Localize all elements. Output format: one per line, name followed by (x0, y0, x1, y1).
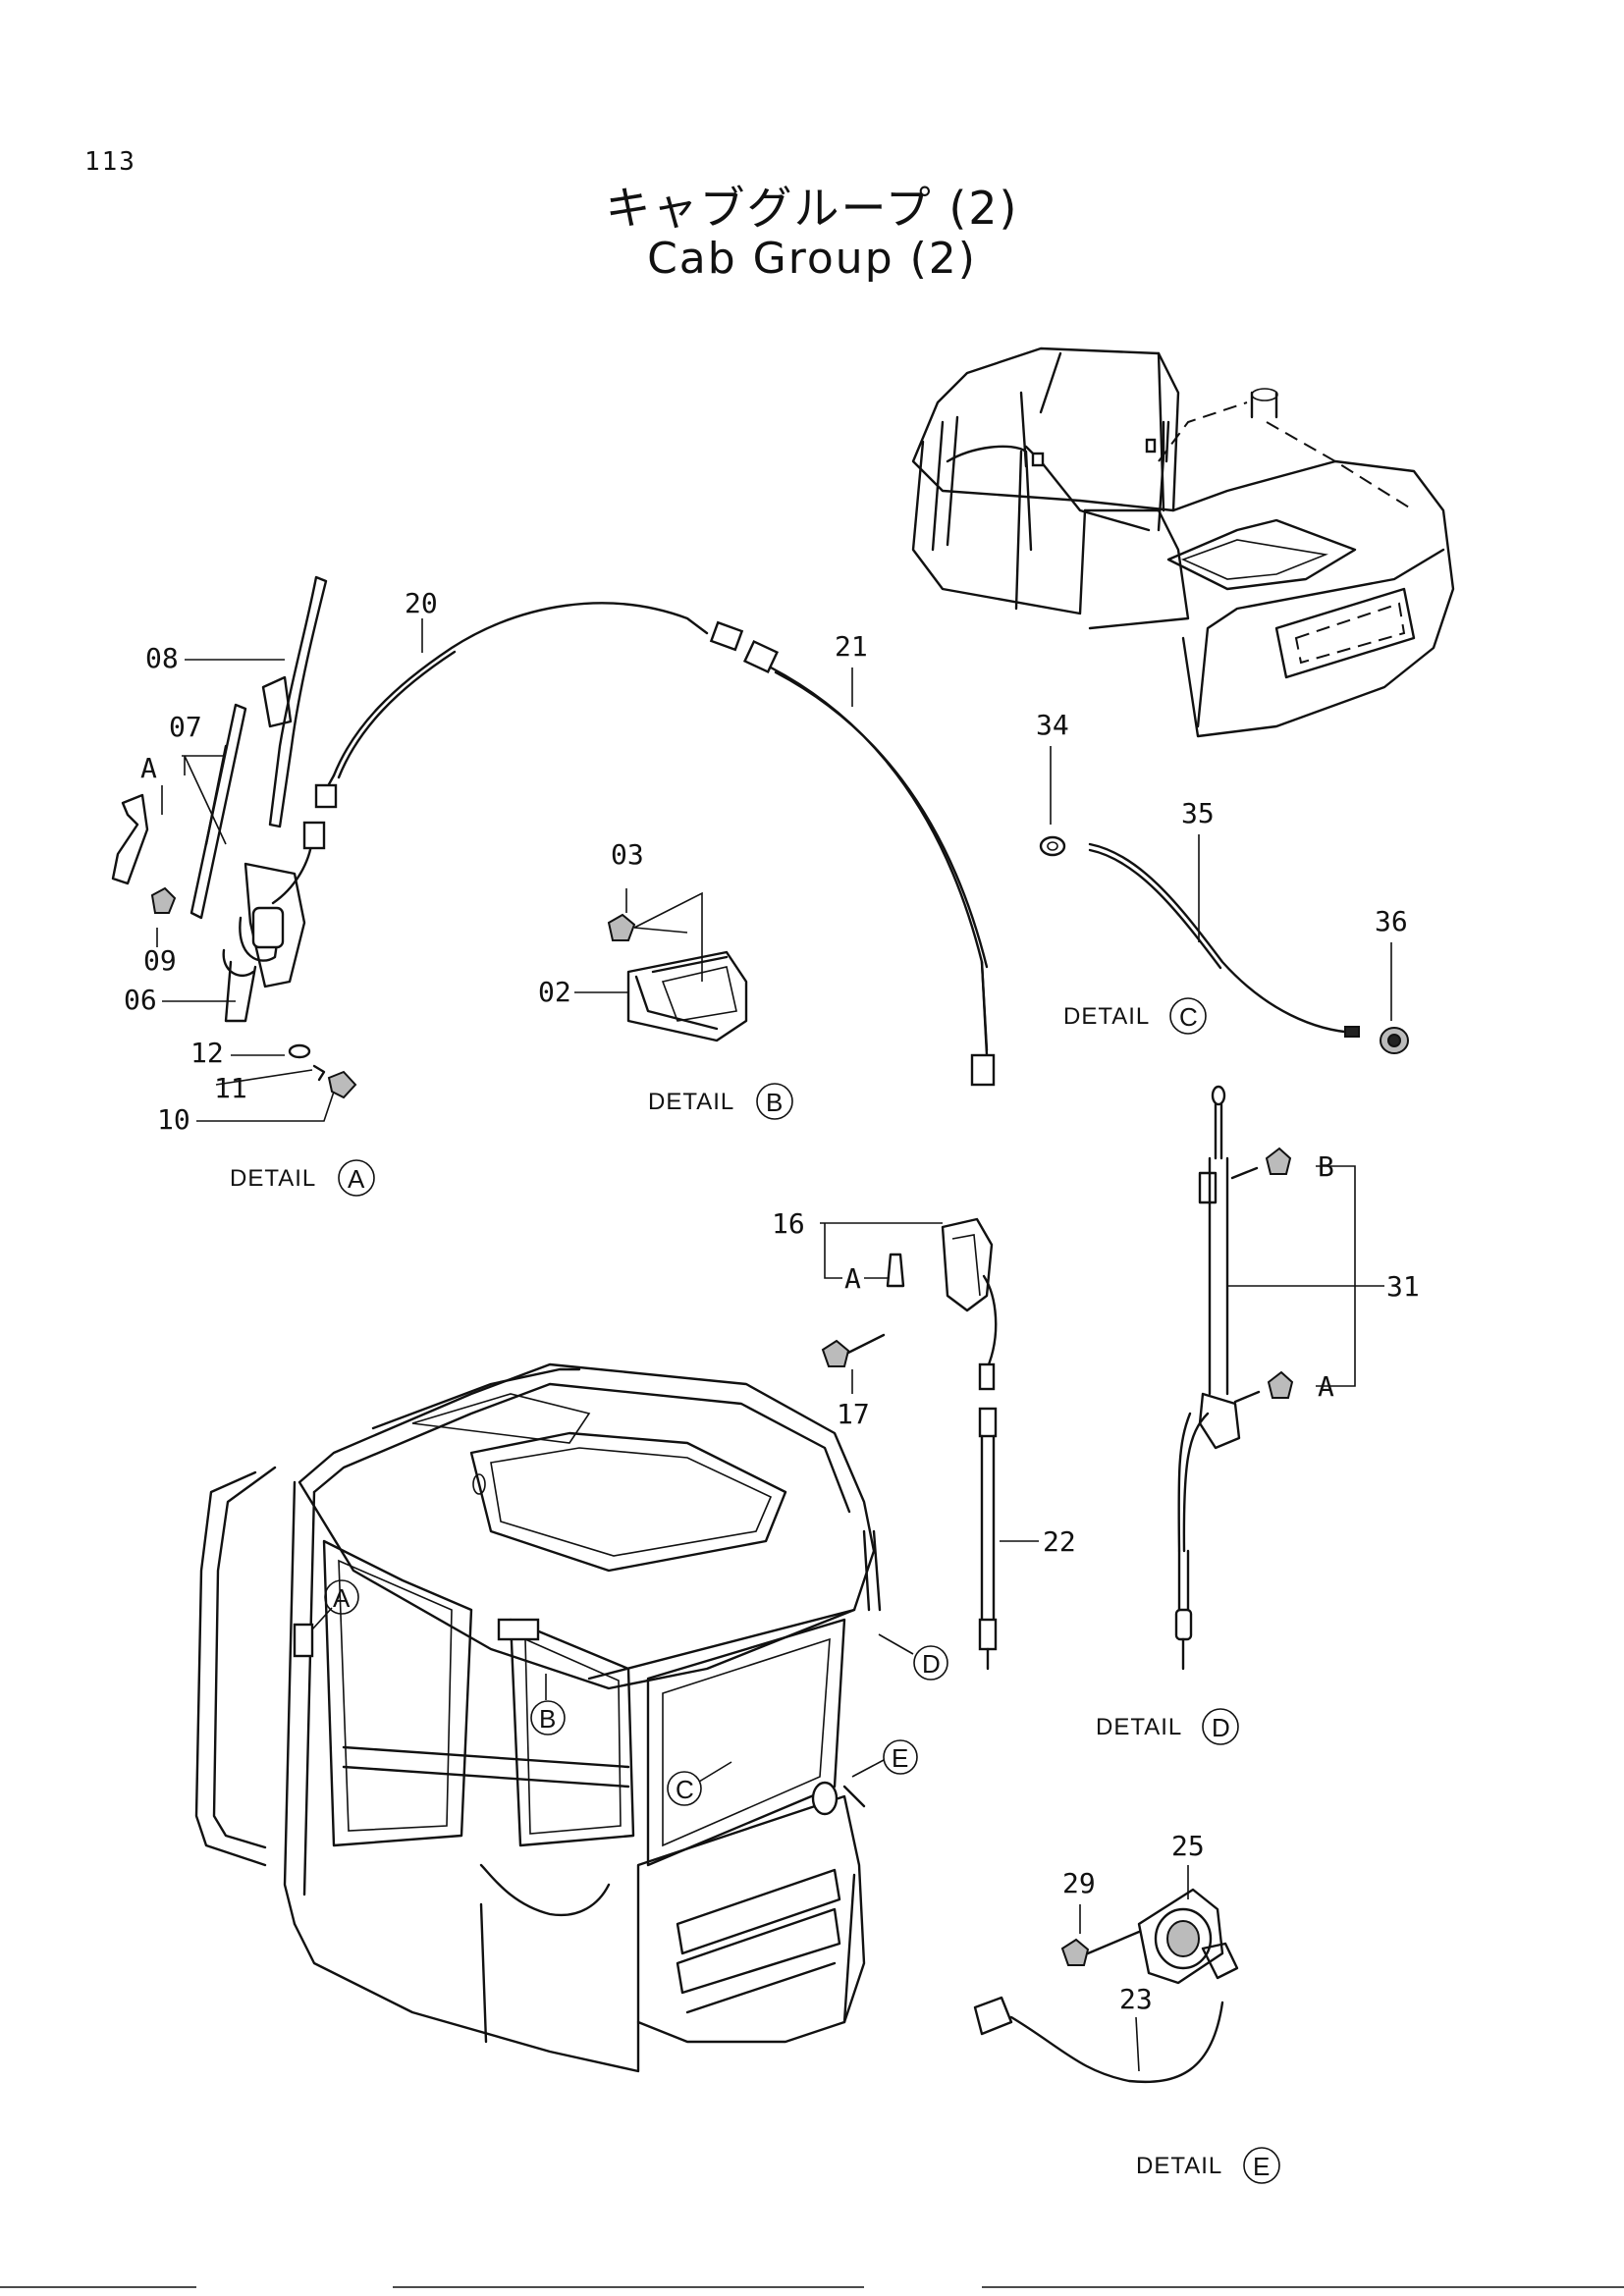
detail-b-assembly (607, 891, 748, 1042)
page-title-japanese: キャブグループ (2) (605, 182, 1019, 235)
detail-a-assembly (111, 575, 357, 1099)
detail-b-text: DETAIL (648, 1089, 734, 1115)
callout-20: 20 (405, 587, 438, 619)
svg-text:B: B (539, 1704, 556, 1734)
excavator-overview (911, 347, 1455, 738)
callout-21: 21 (835, 630, 868, 663)
detail-c-assembly (1039, 835, 1409, 1054)
callout-36: 36 (1375, 905, 1408, 937)
callout-a-sublabel-antenna: A (1318, 1370, 1334, 1403)
callout-08: 08 (145, 642, 179, 674)
callout-10: 10 (157, 1103, 190, 1136)
callout-03: 03 (611, 838, 644, 871)
svg-text:D: D (922, 1649, 941, 1679)
detail-label-a: DETAIL A (230, 1159, 375, 1197)
callout-02: 02 (538, 976, 571, 1008)
callout-25: 25 (1171, 1830, 1205, 1862)
cab-marker-c: C (667, 1771, 702, 1806)
detail-label-d: DETAIL D (1096, 1708, 1239, 1745)
callout-22: 22 (1043, 1525, 1076, 1558)
callout-a-sublabel-detail-a: A (140, 752, 157, 784)
detail-b-letter: B (766, 1088, 783, 1117)
detail-d-assembly (1174, 1085, 1294, 1671)
cab-marker-e: E (883, 1739, 918, 1775)
callout-16: 16 (772, 1207, 805, 1240)
callout-b-sublabel-antenna: B (1318, 1150, 1334, 1183)
callout-23: 23 (1119, 1983, 1153, 2015)
cab-marker-a: A (324, 1579, 359, 1615)
detail-a-letter: A (348, 1164, 365, 1194)
detail-e-text: DETAIL (1136, 2153, 1222, 2179)
detail-c-letter: C (1179, 1002, 1198, 1032)
cab-marker-b: B (530, 1700, 566, 1735)
detail-a-text: DETAIL (230, 1165, 316, 1192)
detail-c-text: DETAIL (1063, 1003, 1150, 1030)
svg-text:C: C (676, 1775, 694, 1804)
harness-20-21 (314, 602, 996, 1087)
callout-34: 34 (1036, 709, 1069, 741)
callout-11: 11 (214, 1072, 247, 1104)
svg-text:A: A (333, 1583, 351, 1613)
callout-29: 29 (1062, 1867, 1096, 1899)
callout-06: 06 (124, 984, 157, 1016)
callout-17: 17 (837, 1398, 870, 1430)
callout-12: 12 (190, 1037, 224, 1069)
detail-e-assembly (973, 1888, 1239, 2083)
cab-marker-d: D (913, 1645, 948, 1681)
detail-label-e: DETAIL E (1136, 2147, 1280, 2184)
leader-lines (156, 618, 1392, 2072)
callout-09: 09 (143, 944, 177, 977)
page-title-english: Cab Group (2) (647, 234, 977, 284)
detail-d-letter: D (1212, 1713, 1230, 1742)
detail-label-b: DETAIL B (648, 1083, 793, 1120)
callout-31: 31 (1386, 1270, 1420, 1303)
detail-e-letter: E (1253, 2152, 1270, 2181)
lamp-16-assembly (821, 1217, 998, 1671)
page-number: 113 (84, 147, 136, 177)
detail-label-c: DETAIL C (1063, 997, 1207, 1035)
callout-a-sublabel-lamp: A (844, 1262, 861, 1295)
callout-07: 07 (169, 711, 202, 743)
svg-text:E: E (892, 1743, 908, 1773)
callout-35: 35 (1181, 797, 1215, 829)
detail-d-text: DETAIL (1096, 1714, 1182, 1740)
cab-body (194, 1362, 882, 2073)
callout-labels: 08 07 A 09 06 12 11 10 20 21 03 02 34 35… (124, 587, 1420, 2015)
